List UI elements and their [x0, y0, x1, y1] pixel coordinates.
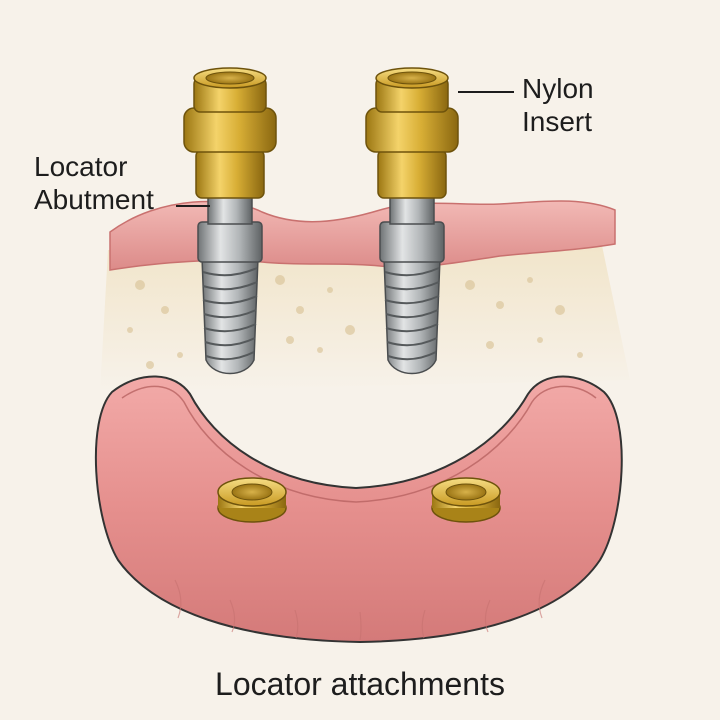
diagram-caption: Locator attachments: [215, 666, 505, 702]
abutment-label-line2: Abutment: [34, 184, 154, 215]
left-abutment-neck: [207, 195, 253, 225]
nylon-insert-label: Nylon Insert: [522, 72, 594, 138]
left-implant: [183, 67, 277, 375]
abutment-label-line1: Locator: [34, 151, 128, 182]
left-implant-collar: [197, 221, 263, 263]
left-abutment-shoulder: [183, 107, 277, 153]
right-nylon-insert: [431, 477, 501, 523]
left-implant-threads: [202, 267, 258, 361]
right-implant: [365, 67, 459, 375]
right-abutment-neck: [389, 195, 435, 225]
left-nylon-insert: [217, 477, 287, 523]
right-abutment-shoulder: [365, 107, 459, 153]
bone-pores: [127, 275, 583, 369]
nylon-label-line2: Insert: [522, 106, 593, 137]
nylon-label-line1: Nylon: [522, 73, 594, 104]
denture-base: [94, 375, 623, 644]
right-implant-collar: [379, 221, 445, 263]
right-implant-threads: [384, 267, 440, 361]
abutment-label: Locator Abutment: [34, 150, 154, 216]
left-abutment-base: [195, 149, 265, 199]
denture-ridges: [174, 579, 546, 641]
right-abutment-base: [377, 149, 447, 199]
